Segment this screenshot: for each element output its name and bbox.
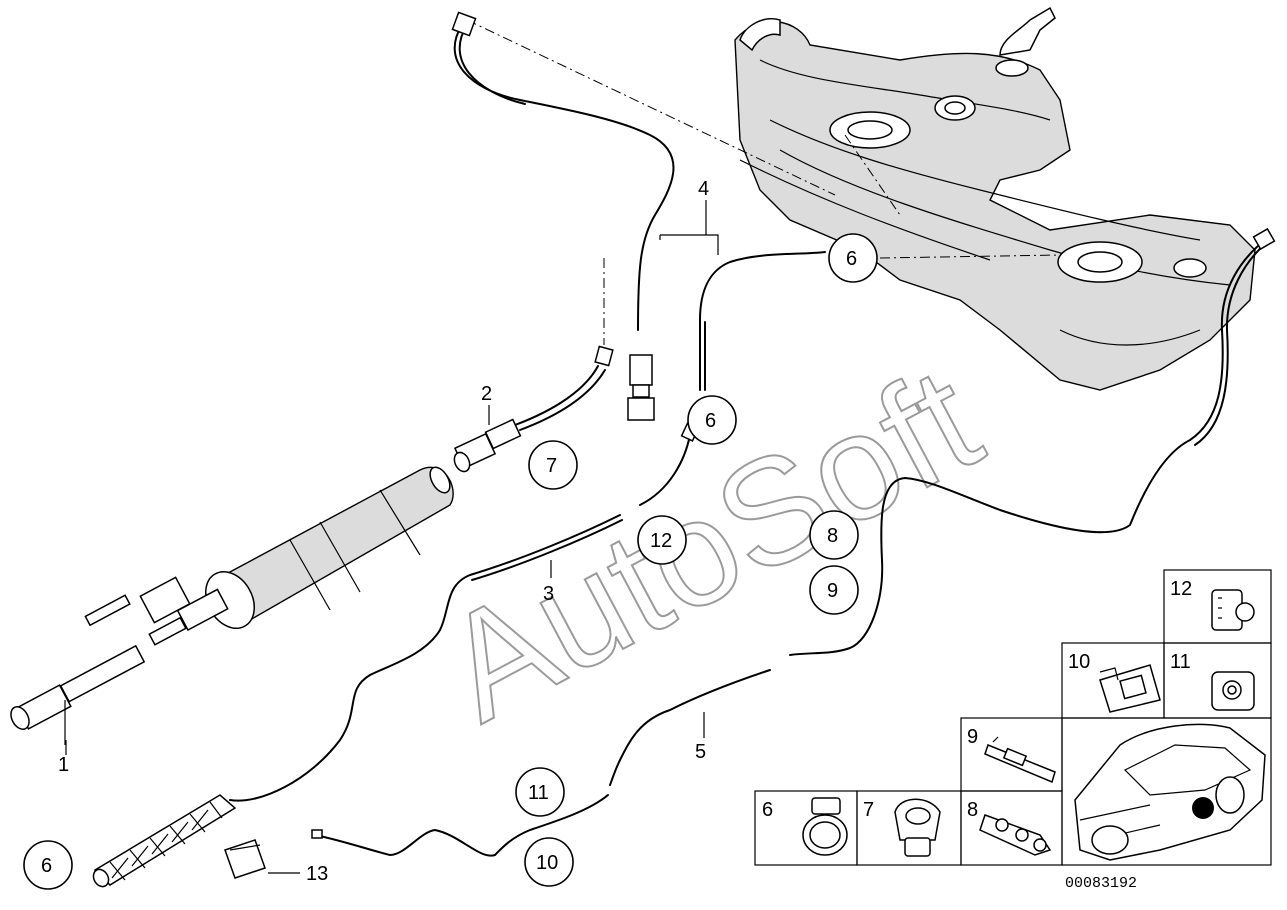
svg-text:10: 10: [536, 852, 558, 874]
reference-line: [466, 19, 836, 196]
fuel-line-right: [311, 227, 1276, 857]
fuel-filter: [84, 466, 454, 646]
callout-5: 5: [695, 741, 706, 763]
legend-7: 7: [863, 799, 874, 821]
reference-line: [844, 134, 901, 216]
callout-13: 13: [306, 863, 328, 885]
callout-6-mid: 6: [687, 395, 737, 445]
bracket-4: [659, 200, 719, 255]
connector-2: [453, 345, 614, 473]
clip-7-icon: [894, 798, 941, 857]
fuel-line-4: [451, 11, 826, 421]
location-marker: [1192, 797, 1214, 819]
legend-12: 12: [1170, 578, 1192, 600]
connector-1: [10, 644, 146, 745]
callout-6-top: 6: [828, 233, 878, 283]
clip-8-icon: [979, 814, 1052, 856]
svg-text:8: 8: [827, 525, 838, 547]
callout-10: 10: [524, 837, 574, 887]
callout-7: 7: [528, 440, 578, 490]
callout-4: 4: [698, 178, 709, 200]
svg-text:6: 6: [705, 410, 716, 432]
protective-sleeve: [92, 794, 237, 888]
legend-11: 11: [1170, 651, 1191, 673]
legend-8: 8: [967, 799, 978, 821]
legend-10: 10: [1068, 651, 1090, 673]
svg-text:6: 6: [846, 248, 857, 270]
fuel-tank: [734, 6, 1256, 391]
callout-3: 3: [543, 583, 554, 605]
callout-12: 12: [637, 515, 687, 565]
svg-text:7: 7: [546, 455, 557, 477]
legend-9: 9: [967, 726, 978, 748]
clip-13: [224, 839, 300, 879]
clip-10-icon: [1099, 664, 1161, 713]
callout-8: 8: [809, 510, 859, 560]
reference-number: 00083192: [1065, 875, 1137, 892]
svg-text:6: 6: [41, 855, 52, 877]
bracket-9-icon: [984, 736, 1056, 784]
svg-text:12: 12: [650, 530, 672, 552]
clip-11-icon: [1211, 671, 1255, 711]
callout-1: 1: [58, 754, 69, 776]
callout-11: 11: [515, 767, 565, 817]
callout-9: 9: [809, 565, 859, 615]
legend-6: 6: [762, 799, 773, 821]
clip-12-icon: [1211, 589, 1255, 631]
car-location-icon: [1074, 723, 1266, 861]
svg-text:11: 11: [528, 782, 549, 804]
hose-clamp-6-icon: [802, 797, 848, 856]
callout-6-bottom: 6: [23, 840, 73, 890]
parts-legend: 12 10 11 9 6 7 8: [754, 569, 1272, 866]
svg-text:9: 9: [827, 580, 838, 602]
callout-2: 2: [481, 383, 492, 405]
